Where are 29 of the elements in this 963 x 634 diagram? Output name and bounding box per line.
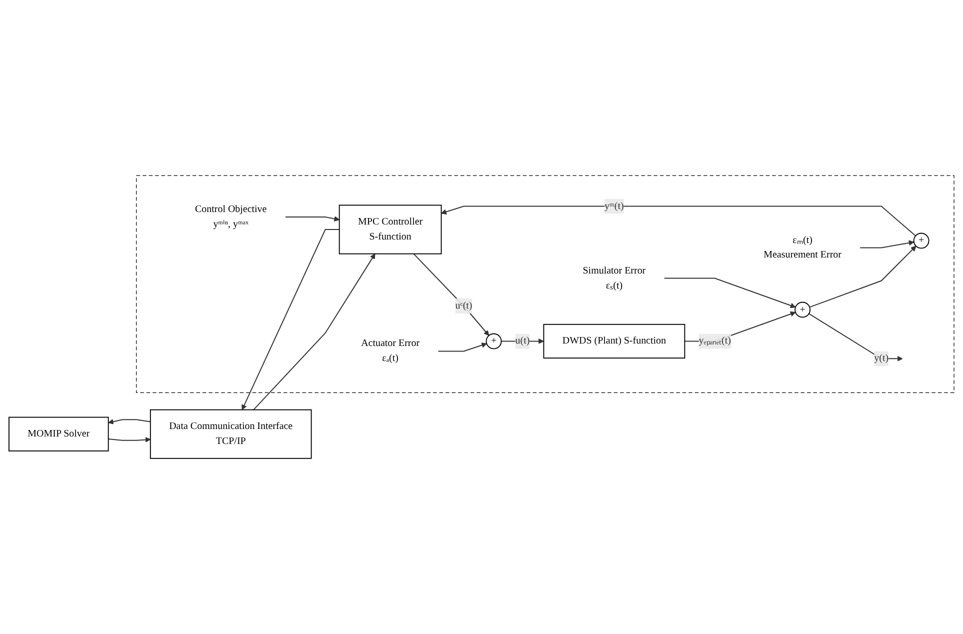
arrow [808, 313, 903, 362]
arrow [809, 246, 916, 308]
node-text: Simulator Error εₛ(t) [582, 265, 646, 291]
node-circle: + [794, 302, 810, 318]
arrow [441, 206, 916, 236]
arrow [860, 240, 914, 248]
arrow [242, 229, 340, 410]
node-circle: + [913, 232, 930, 249]
node-box: MPC Controller S-function [338, 204, 442, 254]
cluster [136, 175, 954, 393]
node-text: εₘ(t) Measurement Error [764, 234, 842, 260]
node-text: Control Objective yᵐⁱⁿ, yᵐᵃˣ [194, 204, 267, 230]
node-box: Data Communication Interface TCP/IP [150, 409, 312, 459]
edge-label: yᵐ(t) [604, 200, 624, 212]
edge-label: u(t) [515, 336, 530, 346]
arrow [108, 419, 151, 424]
node-circle: + [486, 333, 502, 350]
edge-label: yₑₚₐₙₑₜ(t) [698, 336, 731, 346]
arrow [108, 437, 151, 442]
edge-label: uᶜ(t) [455, 300, 472, 312]
arrow [253, 254, 376, 410]
arrow [284, 216, 340, 222]
edge-label: y(t) [874, 353, 889, 364]
arrow [664, 278, 796, 308]
arrow [438, 342, 487, 352]
node-box: DWDS (Plant) S-function [543, 324, 686, 359]
node-text: Actuator Error εₐ(t) [361, 338, 420, 364]
node-box: MOMIP Solver [8, 416, 109, 452]
arrow [413, 253, 490, 336]
